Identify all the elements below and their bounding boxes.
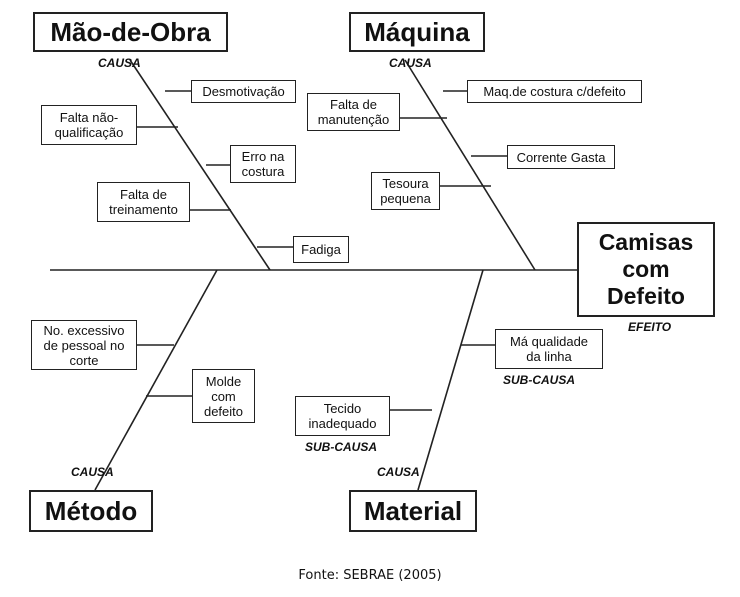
bone-material xyxy=(417,269,484,491)
label-causa-metodo: CAUSA xyxy=(71,465,114,479)
label-subcausa-tecido-inadequado: SUB-CAUSA xyxy=(305,440,377,454)
cause-falta-treinamento: Falta de treinamento xyxy=(97,182,190,222)
cause-fadiga: Fadiga xyxy=(293,236,349,263)
category-maquina: Máquina xyxy=(349,12,485,52)
cause-tesoura-pequena: Tesoura pequena xyxy=(371,172,440,210)
cause-corrente-gasta: Corrente Gasta xyxy=(507,145,615,169)
label-efeito: EFEITO xyxy=(628,320,672,334)
cause-tecido-inadequado: Tecido inadequado xyxy=(295,396,390,436)
category-metodo: Método xyxy=(29,490,153,532)
bone-metodo xyxy=(94,269,218,491)
category-mao-de-obra: Mão-de-Obra xyxy=(33,12,228,52)
label-causa-material: CAUSA xyxy=(377,465,420,479)
label-causa-mao-de-obra: CAUSA xyxy=(98,56,141,70)
effect-text: Camisas com Defeito xyxy=(598,229,694,309)
cause-maq-costura: Maq.de costura c/defeito xyxy=(467,80,642,103)
label-causa-maquina: CAUSA xyxy=(389,56,432,70)
cause-erro-costura: Erro na costura xyxy=(230,145,296,183)
source-caption: Fonte: SEBRAE (2005) xyxy=(298,568,442,583)
effect-box: Camisas com Defeito xyxy=(577,222,715,317)
category-mao-de-obra-title: Mão-de-Obra xyxy=(50,16,211,47)
cause-falta-manutencao: Falta de manutenção xyxy=(307,93,400,131)
cause-ma-qualidade: Má qualidade da linha xyxy=(495,329,603,369)
category-material-title: Material xyxy=(363,495,463,526)
cause-molde-defeito: Molde com defeito xyxy=(192,369,255,423)
bone-maquina xyxy=(404,59,536,271)
cause-falta-qualificacao: Falta não- qualificação xyxy=(41,105,137,145)
cause-excesso-pessoal: No. excessivo de pessoal no corte xyxy=(31,320,137,370)
category-metodo-title: Método xyxy=(44,495,138,526)
category-material: Material xyxy=(349,490,477,532)
category-maquina-title: Máquina xyxy=(364,16,470,47)
label-subcausa-ma-qualidade: SUB-CAUSA xyxy=(503,373,575,387)
cause-desmotivacao: Desmotivação xyxy=(191,80,296,103)
bone-mao-de-obra xyxy=(129,59,271,271)
